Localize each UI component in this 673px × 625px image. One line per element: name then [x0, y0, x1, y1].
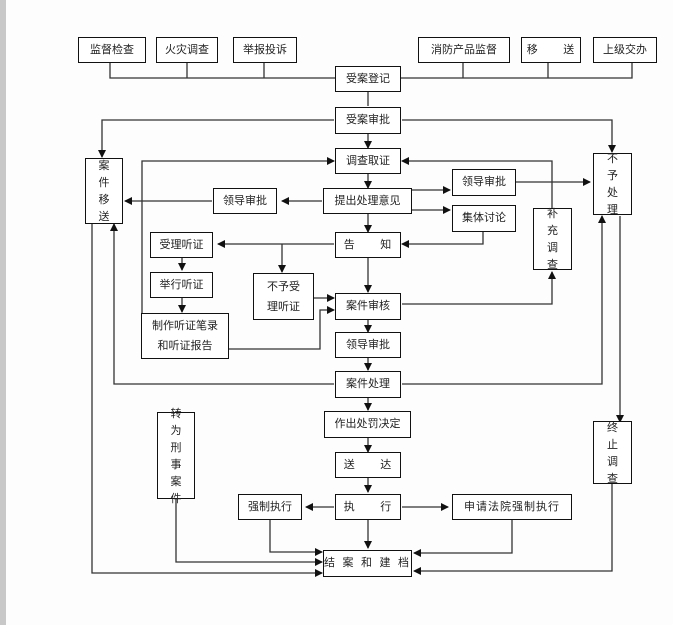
node-label: 案件审核 — [346, 299, 390, 313]
node-supplement-investigate: 补 充 调 查 — [533, 207, 572, 271]
node-label: 告 知 — [343, 237, 393, 251]
edge-approve-nohandle — [402, 119, 616, 153]
char: 查 — [607, 471, 618, 485]
node-label: 受案审批 — [346, 113, 390, 127]
node-propose: 提出处理意见 — [323, 188, 412, 214]
node-court-execute: 申请法院强制执行 — [452, 494, 572, 520]
char: 件 — [98, 176, 110, 189]
edge-transfer-archive — [91, 224, 323, 577]
char: 止 — [607, 437, 618, 451]
edge-record-review — [228, 306, 335, 350]
node-hold-hearing: 举行听证 — [150, 272, 213, 298]
source-supervision-inspection: 监督检查 — [78, 37, 146, 63]
source-transfer: 移 送 — [521, 37, 581, 63]
node-register: 受案登记 — [335, 66, 401, 92]
node-label: 调查取证 — [346, 153, 390, 167]
char: 不 — [607, 152, 618, 165]
source-label: 监督检查 — [90, 42, 134, 56]
node-case-handle: 案件处理 — [335, 371, 401, 398]
edge-court-archive — [413, 520, 513, 557]
source-report-complaint: 举报投诉 — [233, 37, 297, 63]
source-label: 消防产品监督 — [431, 42, 497, 56]
char: 理 — [607, 203, 618, 216]
char: 补 — [547, 207, 558, 220]
node-accept-hearing: 受理听证 — [150, 232, 213, 258]
node-label: 受案登记 — [346, 71, 390, 85]
source-product-supervision: 消防产品监督 — [418, 37, 510, 63]
edge-terminate-archive — [413, 484, 613, 575]
source-label: 上级交办 — [603, 42, 647, 56]
node-label: 领导审批 — [462, 175, 506, 189]
node-label: 申请法院强制执行 — [464, 499, 560, 513]
char: 事 — [170, 457, 182, 471]
source-fire-investigation: 火灾调查 — [156, 37, 218, 63]
node-leader-approve-right: 领导审批 — [452, 169, 516, 196]
node-label: 受理听证 — [159, 237, 204, 251]
source-label: 火灾调查 — [165, 42, 209, 56]
node-hearing-record: 制作听证笔录 和听证报告 — [141, 313, 229, 359]
edge-criminal-archive — [175, 498, 323, 566]
edge-approve-transfer — [98, 119, 334, 158]
edge-force-archive — [269, 520, 323, 556]
node-label: 领导审批 — [223, 193, 267, 207]
source-superior-assigned: 上级交办 — [593, 37, 657, 63]
node-label: 执 行 — [343, 499, 393, 513]
node-force-execute: 强制执行 — [238, 494, 302, 520]
edge-handle-nohandle — [402, 215, 606, 385]
char: 件 — [170, 491, 182, 505]
node-execute: 执 行 — [335, 494, 401, 520]
node-leader-approve-mid: 领导审批 — [335, 332, 401, 358]
node-label: 作出处罚决定 — [334, 417, 401, 431]
char: 予 — [607, 169, 618, 182]
node-close-archive: 结 案 和 建 档 — [323, 550, 412, 577]
char: 送 — [98, 210, 110, 223]
char: 处 — [607, 186, 618, 199]
node-label: 集体讨论 — [462, 211, 506, 225]
node-label-line1: 制作听证笔录 — [152, 319, 218, 332]
node-label: 举行听证 — [159, 277, 204, 291]
node-approve-case: 受案审批 — [335, 107, 401, 134]
node-no-handling: 不 予 处 理 — [593, 152, 632, 216]
edge-handle-transfer — [110, 223, 334, 385]
edge-group-notify — [401, 230, 484, 248]
char: 刑 — [170, 440, 182, 454]
edge-record-investigate — [141, 157, 335, 334]
node-notify: 告 知 — [335, 232, 401, 258]
page-left-edge — [0, 0, 6, 625]
char: 移 — [98, 193, 110, 206]
char: 案 — [170, 474, 182, 488]
node-label: 送 达 — [343, 457, 393, 471]
node-criminal-case: 转 为 刑 事 案 件 — [157, 407, 195, 505]
node-reject-hearing: 不予受 理听证 — [253, 273, 314, 320]
node-deliver: 送 达 — [335, 452, 401, 478]
node-label: 提出处理意见 — [334, 193, 401, 207]
edge-review-supplement — [402, 271, 556, 305]
node-terminate-investigate: 终 止 调 查 — [593, 420, 632, 485]
char: 为 — [170, 423, 182, 437]
node-label-line1: 不予受 — [267, 279, 300, 293]
node-label: 强制执行 — [248, 499, 292, 513]
char: 调 — [547, 241, 558, 254]
node-investigate: 调查取证 — [335, 148, 401, 174]
node-case-review: 案件审核 — [335, 293, 401, 320]
node-leader-approve-left: 领导审批 — [213, 188, 277, 214]
node-case-transfer: 案 件 移 送 — [85, 158, 123, 224]
node-label: 案件处理 — [346, 377, 390, 391]
node-penalty-decision: 作出处罚决定 — [324, 411, 411, 438]
char: 转 — [170, 406, 182, 420]
char: 查 — [547, 258, 558, 271]
edge-supplement-investigate — [401, 157, 553, 208]
source-label: 移 送 — [526, 42, 576, 56]
char: 终 — [607, 420, 618, 434]
char: 调 — [607, 454, 618, 468]
node-label: 结 案 和 建 档 — [324, 556, 411, 570]
node-group-discuss: 集体讨论 — [452, 205, 516, 232]
char: 充 — [547, 224, 558, 237]
node-label: 领导审批 — [346, 337, 390, 351]
node-label-line2: 和听证报告 — [157, 339, 213, 352]
source-label: 举报投诉 — [243, 42, 287, 56]
node-label-line2: 理听证 — [267, 299, 300, 313]
char: 案 — [98, 159, 110, 172]
